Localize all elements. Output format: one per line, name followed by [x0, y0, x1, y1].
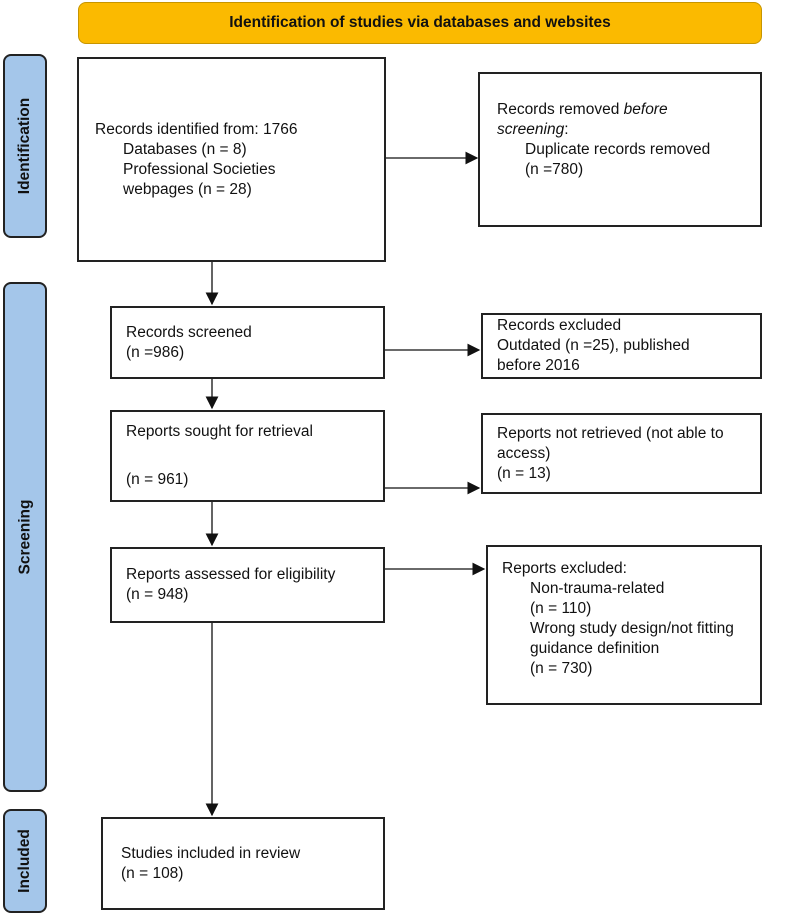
header-title: Identification of studies via databases …: [229, 14, 611, 31]
text-line: Reports sought for retrieval: [126, 423, 313, 440]
text-line: Records screened: [126, 323, 252, 341]
text-line: Databases (n = 8): [123, 140, 247, 158]
text-line: (n = 961): [126, 471, 189, 488]
text-line: (n =780): [525, 161, 584, 178]
text-line: (n = 730): [530, 660, 593, 677]
text-line: (n = 13): [497, 464, 551, 482]
records-removed-box: Records removed before screening: Duplic…: [478, 72, 762, 227]
phase-screening: Screening: [3, 282, 47, 792]
text-line: webpages (n = 28): [123, 180, 252, 198]
reports-assessed-box: Reports assessed for eligibility (n = 94…: [110, 547, 385, 623]
records-identified-box: Records identified from: 1766 Databases …: [77, 57, 386, 262]
phase-identification: Identification: [3, 54, 47, 238]
text-line: Records identified from: 1766: [95, 120, 298, 138]
text-line: access): [497, 444, 551, 462]
text-line: Duplicate records removed: [525, 141, 711, 158]
text-line: screening:: [497, 120, 760, 140]
text-part: before: [623, 101, 668, 118]
text-line: Studies included in review: [121, 844, 301, 862]
records-excluded-box: Records excluded Outdated (n =25), publi…: [481, 313, 762, 379]
text-part: :: [564, 121, 569, 138]
text-line: Records removed before: [497, 100, 760, 120]
text-line: Outdated (n =25), published: [497, 337, 690, 354]
reports-excluded-box: Reports excluded: Non-trauma-related (n …: [486, 545, 762, 705]
text-line: Records excluded: [497, 317, 622, 334]
text-line: (n = 110): [530, 600, 592, 617]
reports-sought-box: Reports sought for retrieval (n = 961): [110, 410, 385, 502]
text-line: Reports not retrieved (not able to: [497, 424, 724, 442]
header-banner: Identification of studies via databases …: [78, 2, 762, 44]
text-part: Records removed: [497, 101, 624, 118]
reports-not-retrieved-box: Reports not retrieved (not able to acces…: [481, 413, 762, 494]
text-line: (n =986): [126, 343, 185, 361]
records-screened-box: Records screened (n =986): [110, 306, 385, 379]
text-line: Professional Societies: [123, 160, 276, 178]
text-part: screening: [497, 121, 565, 138]
text-line: Non-trauma-related: [530, 580, 665, 597]
text-line: Reports excluded:: [502, 560, 627, 577]
text-line: Wrong study design/not fitting: [530, 620, 734, 637]
text-line: Reports assessed for eligibility: [126, 566, 336, 583]
studies-included-box: Studies included in review (n = 108): [101, 817, 385, 910]
text-line: (n = 948): [126, 586, 189, 603]
text-line: before 2016: [497, 357, 580, 374]
phase-included: Included: [3, 809, 47, 913]
text-line: (n = 108): [121, 864, 184, 882]
text-line: guidance definition: [530, 640, 660, 657]
